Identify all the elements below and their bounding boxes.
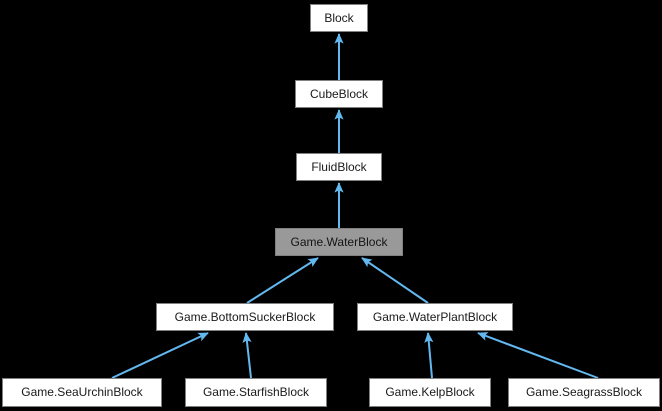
class-node-label: Game.SeagrassBlock [525,385,643,399]
class-node-cubeblock[interactable]: CubeBlock [295,80,383,108]
class-node-waterblock[interactable]: Game.WaterBlock [275,228,403,256]
class-node-label: Game.BottomSuckerBlock [174,309,316,324]
class-node-label: Game.StarfishBlock [202,385,310,399]
edges-group [111,33,599,379]
inheritance-edge [424,332,434,379]
class-node-label: Game.WaterBlock [290,234,388,249]
class-node-label: Game.KelpBlock [385,385,475,399]
inheritance-edge [477,332,599,379]
class-node-label: Game.SeaUrchinBlock [21,385,143,399]
class-node-bottomsucker[interactable]: Game.BottomSuckerBlock [156,303,334,331]
class-node-block[interactable]: Block [310,4,368,32]
inheritance-edge [246,257,319,304]
inheritance-edge [242,332,252,379]
class-node-label: CubeBlock [309,86,369,101]
class-node-label: FluidBlock [311,159,367,174]
class-node-label: Game.WaterPlantBlock [372,309,498,324]
inheritance-edge [111,332,209,379]
class-node-seagrass[interactable]: Game.SeagrassBlock [508,378,660,407]
class-node-fluidblock[interactable]: FluidBlock [296,153,382,181]
class-node-starfish[interactable]: Game.StarfishBlock [185,378,327,407]
class-node-waterplant[interactable]: Game.WaterPlantBlock [357,303,513,331]
class-node-kelp[interactable]: Game.KelpBlock [369,378,491,407]
class-node-seaurchin[interactable]: Game.SeaUrchinBlock [2,378,162,407]
class-node-label: Block [324,10,354,25]
inheritance-edge [361,257,429,304]
